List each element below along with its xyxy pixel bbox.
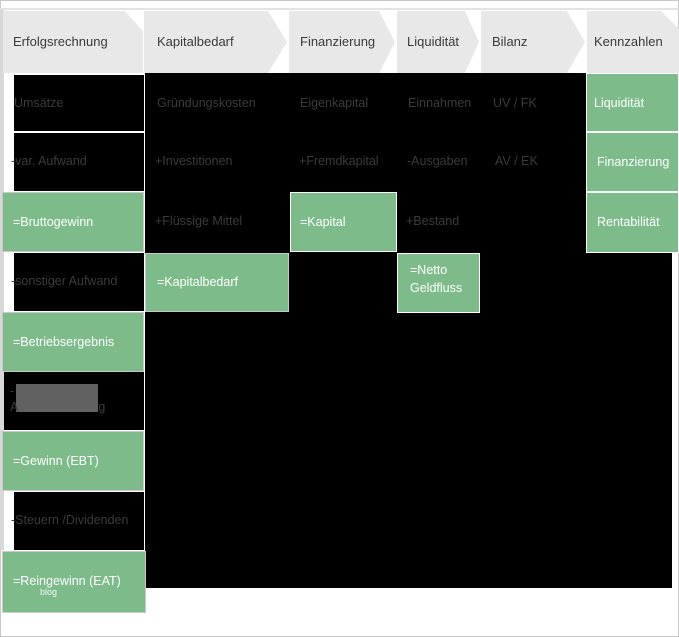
cell-text: Liquidität (594, 96, 645, 110)
cell-text: Finanzierung (597, 155, 670, 169)
cell-einnahmen: Einnahmen (398, 75, 480, 131)
header-bilanz: Bilanz (481, 11, 587, 73)
header-erfolgsrechnung: Erfolgsrechnung (3, 11, 143, 73)
cell-reingewinn: =Reingewinn (EAT) (2, 551, 146, 613)
cell-kz-rentabilitaet: Rentabilität (586, 192, 679, 253)
cell-text: Rentabilität (597, 215, 660, 229)
cell-text: =Gewinn (EBT) (13, 454, 99, 468)
cell-text: =Kapital (300, 215, 346, 229)
obscured-line-3: g (98, 400, 106, 414)
cell-text-line-2: Geldfluss (410, 281, 463, 295)
cell-text: +Flüssige Mittel (155, 214, 243, 228)
cell-text: Gründungskosten (157, 96, 256, 110)
cell-text: Einnahmen (408, 96, 472, 110)
cell-text: +Investitionen (155, 154, 233, 168)
cell-betriebsergebnis: =Betriebsergebnis (2, 312, 144, 372)
cell-text: -Steuern /Dividenden (11, 513, 129, 527)
cell-netto-geldfluss: =Netto Geldfluss (397, 253, 480, 313)
cell-text: Eigenkapital (300, 96, 369, 110)
obscured-line-2: A (10, 400, 19, 414)
cell-text: +Fremdkapital (299, 154, 379, 168)
cell-fremdkapital: +Fremdkapital (290, 133, 396, 191)
cell-uv-fk: UV / FK (481, 75, 586, 131)
cell-sonstiger-aufwand: -sonstiger Aufwand (11, 253, 144, 311)
header-label: Liquidität (407, 34, 460, 49)
obscured-label-blur (16, 384, 98, 412)
header-label: Erfolgsrechnung (13, 34, 108, 49)
cell-steuern: -Steuern /Dividenden (11, 492, 144, 550)
obscured-line-1: - (10, 384, 15, 398)
cell-text: =Reingewinn (EAT) (13, 574, 121, 588)
cell-investitionen: +Investitionen (145, 133, 288, 191)
cell-umsaetze: Umsätze (14, 75, 144, 131)
header-label: Finanzierung (300, 34, 376, 49)
cell-gruendungskosten: Gründungskosten (145, 75, 288, 131)
header-label: Kennzahlen (594, 34, 663, 49)
cell-bestand: +Bestand (398, 192, 480, 252)
cell-ausgaben: -Ausgaben (398, 133, 480, 191)
cell-kapital: =Kapital (290, 192, 397, 252)
cell-text: -var. Aufwand (11, 154, 87, 168)
cell-text: =Bruttogewinn (13, 215, 94, 229)
cell-gewinn-ebt: =Gewinn (EBT) (2, 431, 144, 491)
cell-fluessige-mittel: +Flüssige Mittel (145, 192, 288, 252)
left-strip (0, 10, 4, 550)
cell-eigenkapital: Eigenkapital (290, 75, 396, 131)
header-kennzahlen: Kennzahlen (587, 11, 679, 73)
cell-kz-liquiditaet: Liquidität (586, 73, 679, 132)
cell-kapitalbedarf: =Kapitalbedarf (145, 253, 289, 312)
cell-text: =Kapitalbedarf (157, 275, 238, 289)
header-liquiditaet: Liquidität (397, 11, 481, 73)
cell-text: +Bestand (406, 214, 460, 228)
cell-bruttogewinn: =Bruttogewinn (2, 192, 144, 252)
watermark: blog (40, 587, 58, 597)
cell-text: =Betriebsergebnis (13, 335, 115, 349)
header-finanzierung: Finanzierung (289, 11, 397, 73)
cell-var-aufwand: -var. Aufwand (11, 133, 144, 191)
cell-text: Umsätze (14, 96, 64, 110)
cell-text: -sonstiger Aufwand (11, 274, 118, 288)
header-label: Kapitalbedarf (157, 34, 234, 49)
cell-text: AV / EK (495, 154, 538, 168)
cell-text-line-1: =Netto (410, 263, 448, 277)
header-kapitalbedarf: Kapitalbedarf (144, 11, 288, 73)
top-divider (0, 8, 679, 10)
header-label: Bilanz (492, 34, 528, 49)
cell-av-ek: AV / EK (481, 133, 586, 191)
cell-text: UV / FK (493, 96, 537, 110)
cell-text: -Ausgaben (407, 154, 468, 168)
cell-kz-finanzierung: Finanzierung (586, 132, 679, 192)
